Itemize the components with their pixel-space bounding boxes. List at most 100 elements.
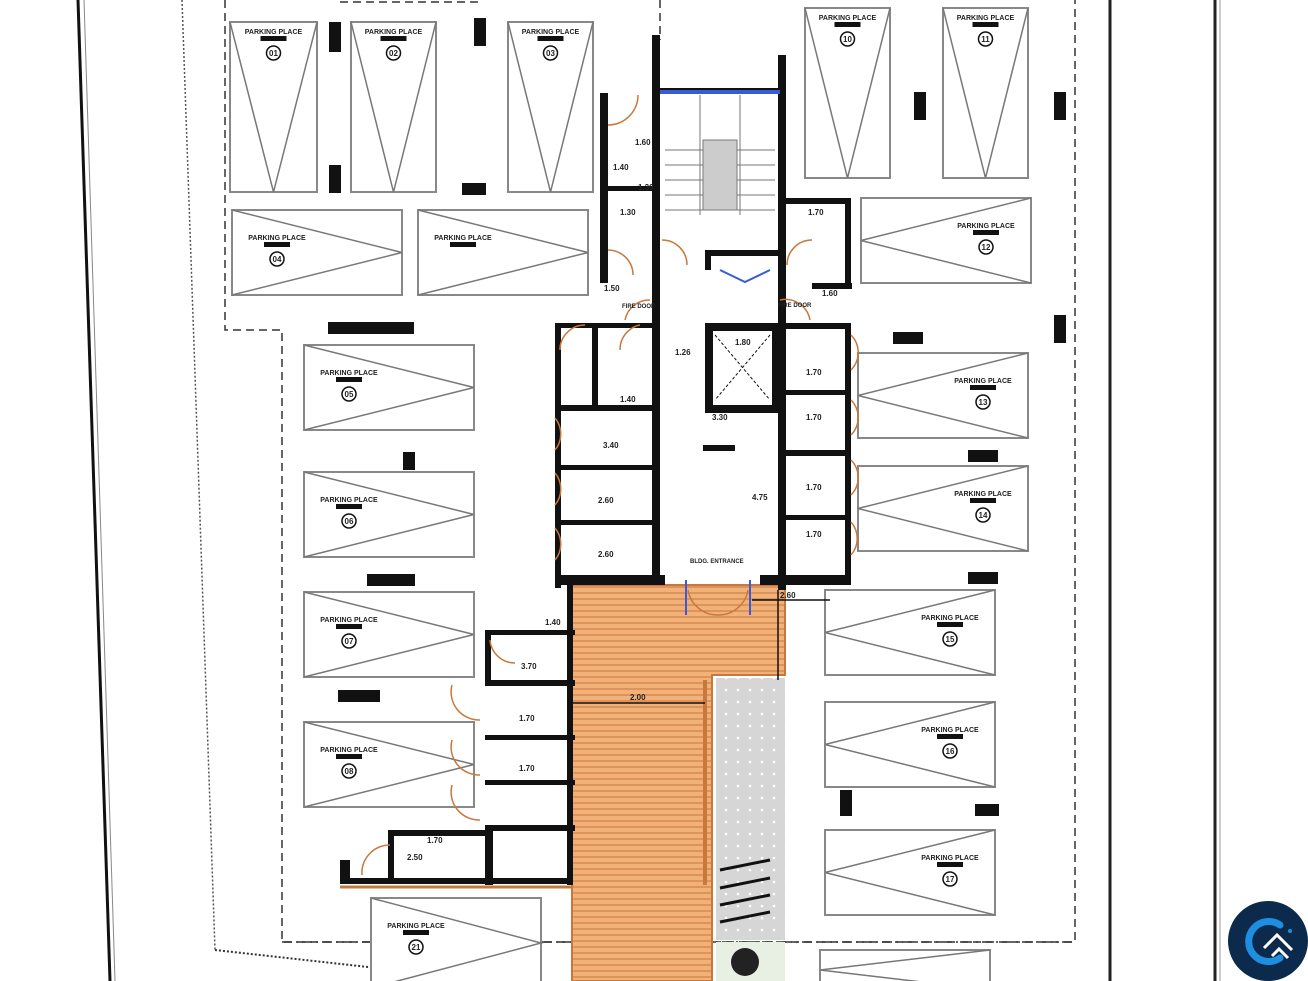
parking-number-badge [942, 631, 958, 647]
dimension-label: 1.70 [806, 413, 822, 422]
dimension-label: 1.40 [545, 618, 561, 627]
dimension-label: 2.60 [598, 550, 614, 559]
dimension-label: 2.50 [407, 853, 423, 862]
parking-number-badge [839, 31, 856, 47]
parking-label: PARKING PLACE [957, 223, 1015, 230]
parking-number-badge [269, 251, 285, 267]
parking-label: PARKING PLACE [954, 491, 1012, 498]
parking-bay [229, 21, 318, 193]
dimension-label: 1.70 [808, 208, 824, 217]
building-entrance-label: BLDG. ENTRANCE [690, 559, 744, 565]
parking-number: 02 [389, 49, 398, 58]
parking-number-badge [265, 45, 282, 61]
parking-bay [824, 701, 996, 788]
parking-label-bar [972, 22, 999, 27]
parking-marking [824, 701, 996, 788]
parking-label: PARKING PLACE [522, 29, 580, 36]
parking-bay [303, 344, 475, 431]
dimension-label: 1.40 [613, 163, 629, 172]
parking-label: PARKING PLACE [921, 855, 979, 862]
columns [328, 18, 1066, 816]
parking-label-bar [264, 242, 290, 247]
staircase [665, 95, 775, 215]
tree-icon [731, 948, 759, 976]
parking-label-bar [537, 36, 564, 41]
dimension-label: 3.40 [603, 441, 619, 450]
parking-label: PARKING PLACE [320, 497, 378, 504]
parking-place: PARKING PLACE 11 [942, 7, 1029, 179]
property-line-left [181, 0, 216, 951]
fire-door-left-label: FIRE DOOR [622, 304, 656, 310]
parking-marking [857, 465, 1029, 552]
dimension-label: 1.70 [806, 530, 822, 539]
parking-bay [857, 352, 1029, 439]
parking-marking [860, 197, 1032, 284]
parking-label: PARKING PLACE [921, 727, 979, 734]
parking-marking [229, 21, 318, 193]
parking-marking [417, 209, 589, 296]
parking-label: PARKING PLACE [245, 29, 303, 36]
parking-marking [824, 829, 996, 916]
parking-marking [303, 721, 475, 808]
parking-place: PARKING PLACE 04 [231, 209, 403, 296]
dimension-label: 1.70 [519, 714, 535, 723]
parking-number: 12 [982, 243, 991, 252]
parking-number: 06 [345, 517, 354, 526]
parking-number-badge [341, 763, 357, 779]
dimension-label: 1.80 [735, 338, 751, 347]
parking-marking [824, 589, 996, 676]
dimension-label: 1.70 [519, 764, 535, 773]
dimension-label: 2.60 [598, 496, 614, 505]
dimension-label: 1.60 [822, 289, 838, 298]
parking-number: 11 [981, 35, 990, 44]
parking-label-bar [336, 624, 362, 629]
parking-label: PARKING PLACE [387, 923, 445, 930]
lobby-label-block [703, 445, 735, 451]
dimension-label: 3.30 [712, 413, 728, 422]
parking-label: PARKING PLACE [248, 235, 306, 242]
parking-number: 15 [946, 635, 955, 644]
parking-bay [857, 465, 1029, 552]
parking-number: 03 [546, 49, 555, 58]
dimension-label: 3.70 [521, 662, 537, 671]
parking-number: 04 [273, 255, 282, 264]
company-logo [1228, 901, 1308, 981]
parking-bay [303, 591, 475, 678]
dimension-labels: 1.401.301.301.601.701.601.261.803.301.70… [407, 138, 838, 862]
dimension-label: 1.30 [620, 208, 636, 217]
parking-bay [824, 829, 996, 916]
parking-bay [303, 721, 475, 808]
parking-number-badge [942, 871, 958, 887]
core-walls [340, 35, 852, 885]
parking-label-bar [973, 230, 999, 235]
parking-number: 14 [979, 511, 988, 520]
parking-number: 21 [412, 943, 421, 952]
dimension-label: 2.00 [630, 693, 646, 702]
parking-marking [942, 7, 1029, 179]
parking-label: PARKING PLACE [957, 15, 1015, 22]
parking-number-badge [975, 394, 991, 410]
site-boundary-left [76, 0, 112, 981]
site-boundary-left-inner [83, 0, 116, 981]
parking-place: PARKING PLACE 21 [370, 897, 544, 981]
parking-number: 16 [946, 747, 955, 756]
parking-marking [370, 897, 544, 981]
parking-number-badge [542, 45, 559, 61]
parking-place: PARKING PLACE 12 [860, 197, 1032, 284]
parking-marking [350, 21, 437, 193]
parking-bay [824, 589, 996, 676]
parking-label-bar [336, 377, 362, 382]
parking-marking [303, 591, 475, 678]
fire-door-right-label: FIRE DOOR [778, 303, 812, 309]
parking-marking [804, 7, 891, 179]
parking-number-badge [341, 513, 357, 529]
